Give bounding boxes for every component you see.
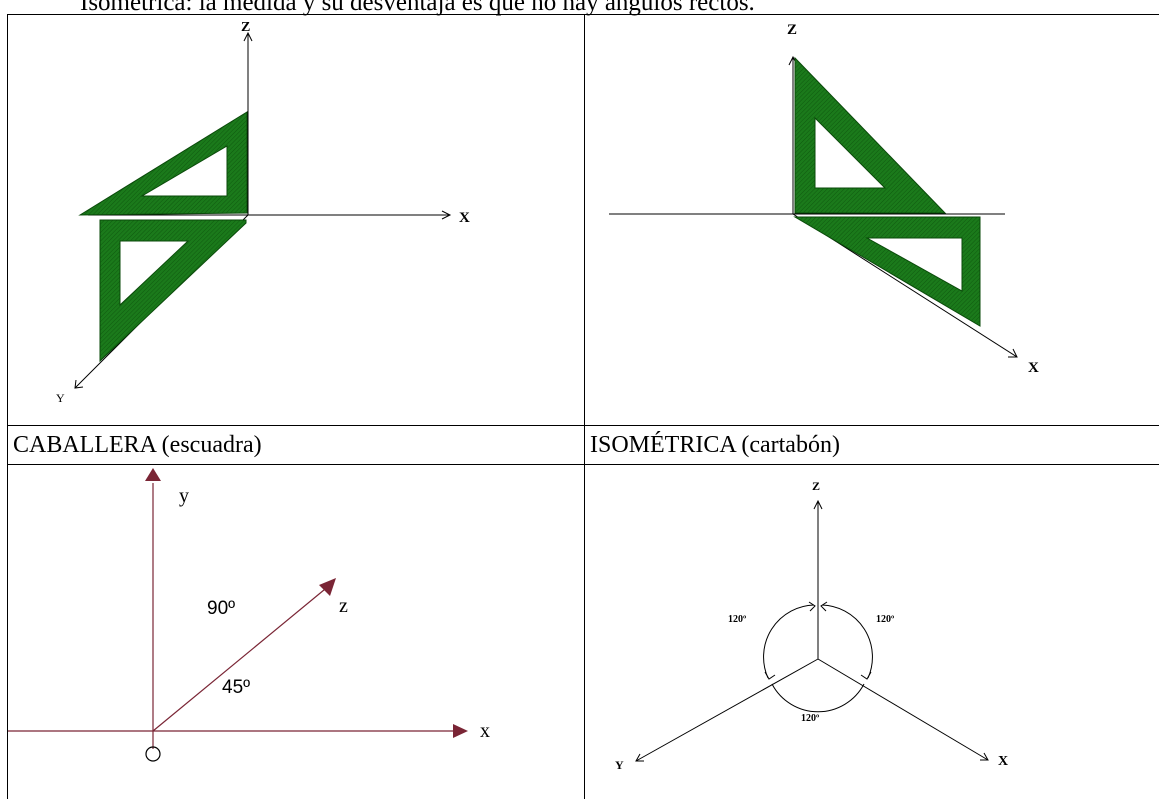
angle-bottom-label: 120º <box>801 713 820 724</box>
top-text-line: Isométrica: la medida y su desventaja es… <box>80 0 755 16</box>
arc-arrow-icon <box>764 671 776 680</box>
z-label: Z <box>787 22 797 38</box>
x-label: X <box>998 754 1008 769</box>
isometrica-triangles-figure: Z X <box>609 22 1039 376</box>
cell-isometrica-triangles: Z X <box>584 14 1159 426</box>
cell-caballera-label: CABALLERA (escuadra) <box>7 425 585 465</box>
isometrica-caption: ISOMÉTRICA (cartabón) <box>590 432 840 458</box>
x-arrow-icon <box>441 210 452 220</box>
z-arrow-icon <box>319 578 336 596</box>
y-label: Y <box>56 391 65 405</box>
angle-right-label: 120º <box>876 614 895 625</box>
arc-arrow-icon <box>808 601 816 612</box>
z-label: z <box>339 595 348 617</box>
x-arrow-icon <box>980 752 989 761</box>
y-arrow-icon <box>74 379 84 389</box>
set-square-lower <box>99 219 247 363</box>
y-arrow-icon <box>635 753 644 762</box>
z-label: Z <box>812 479 820 493</box>
caballera-caption: CABALLERA (escuadra) <box>13 432 262 458</box>
angle-arc-left <box>763 604 815 679</box>
cell-caballera-triangles: Z X Y <box>7 14 585 426</box>
angle-45-label: 45º <box>222 677 250 698</box>
x-label: X <box>1028 360 1039 376</box>
caballera-axes-figure: y z x 90º 45º <box>8 468 490 762</box>
angle-arc-bottom <box>771 683 865 713</box>
origin-marker <box>145 746 161 762</box>
cell-caballera-axes: y z x 90º 45º <box>7 464 585 799</box>
angle-arc-right <box>821 604 873 679</box>
x-arrow-icon <box>453 724 468 738</box>
isometric-axes-figure: Z X Y 120º 120º 120º <box>615 479 1008 772</box>
y-axis <box>635 658 819 762</box>
angle-90-label: 90º <box>207 598 235 619</box>
arc-arrow-icon <box>820 601 828 612</box>
angle-left-label: 120º <box>728 614 747 625</box>
z-arrow-icon <box>813 499 823 510</box>
caballera-triangles-figure: Z X Y <box>56 20 470 405</box>
arc-arrow-icon <box>860 671 872 680</box>
y-label: Y <box>615 758 624 772</box>
y-arrow-icon <box>145 468 161 481</box>
x-label: X <box>459 210 470 226</box>
y-label: y <box>179 485 189 507</box>
set-square-upper <box>78 111 248 216</box>
x-arrow-icon <box>1008 348 1018 358</box>
z-label: Z <box>241 20 250 35</box>
z-axis <box>152 584 331 732</box>
z-arrow-icon <box>243 31 253 42</box>
x-label: x <box>480 720 490 742</box>
set-square-vertical <box>794 56 947 214</box>
cell-isometric-axes: Z X Y 120º 120º 120º <box>584 464 1159 799</box>
projection-table: Z X Y Z <box>7 14 1159 799</box>
cell-isometrica-label: ISOMÉTRICA (cartabón) <box>584 425 1159 465</box>
set-square-slanted <box>793 216 981 327</box>
x-axis <box>817 658 989 761</box>
